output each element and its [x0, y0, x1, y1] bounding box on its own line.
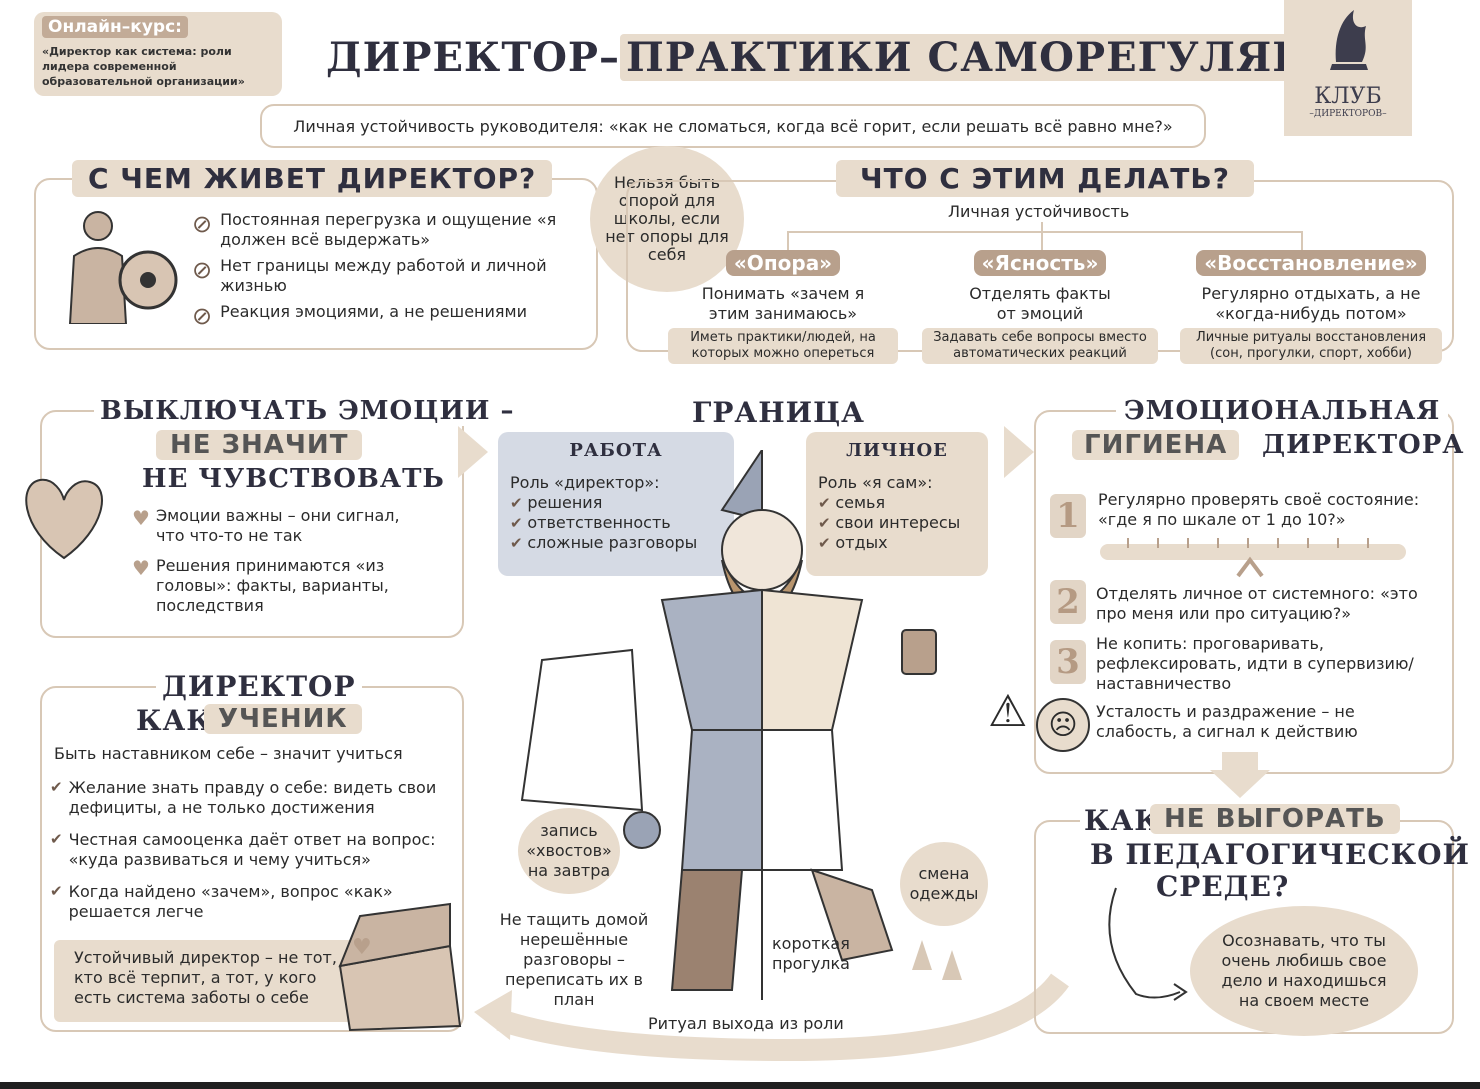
course-badge: Онлайн–курс: «Директор как система: роли… — [34, 12, 282, 96]
page-title: ДИРЕКТОР–ПРАКТИКИ САМОРЕГУЛЯЦИИ — [326, 34, 1396, 81]
burnout-line3: СРЕДЕ? — [1156, 870, 1290, 903]
personal-item: ✔ семья — [818, 493, 886, 512]
return-arrow — [474, 973, 1069, 1062]
step-number: 2 — [1050, 580, 1086, 624]
subtitle-box: Личная устойчивость руководителя: «как н… — [260, 104, 1206, 148]
club-logo: КЛУБ –ДИРЕКТОРОВ– — [1284, 0, 1412, 136]
emotions-line3: НЕ ЧУВСТВОВАТЬ — [142, 464, 445, 494]
arrow-icon — [1004, 426, 1034, 478]
arrow-icon — [458, 426, 488, 478]
note-record: запись «хвостов» на завтра — [518, 808, 620, 894]
lives-list: ⊘ Постоянная перегрузка и ощущение «я до… — [192, 210, 582, 330]
bottom-rule — [0, 1082, 1480, 1089]
personal-item: ✔ отдых — [818, 533, 888, 552]
checkmark-icon: ✔ — [510, 514, 528, 532]
ban-icon: ⊘ — [192, 210, 213, 238]
burnout-answer: Осознавать, что ты очень любишь свое дел… — [1190, 906, 1418, 1036]
work-box: РАБОТА Роль «директор»: ✔ решения ✔ отве… — [498, 432, 734, 576]
arrow-icon — [1108, 887, 1188, 1001]
checkmark-icon: ✔ — [510, 494, 528, 512]
checkmark-icon: ✔ — [50, 830, 63, 848]
emotions-line2: НЕ ЗНАЧИТ — [156, 430, 363, 460]
griffin-logo-icon — [1330, 10, 1368, 70]
todo-pill: «Ясность» — [973, 250, 1107, 276]
todo-col-opora: «Опора» Понимать «зачем я этим занимаюсь… — [668, 250, 898, 364]
subtitle-text: Личная устойчивость руководителя: «как н… — [293, 116, 1173, 136]
todo-root: Личная устойчивость — [948, 202, 1130, 221]
emotions-item: ♥ Решения принимаются «из головы»: факты… — [132, 556, 389, 615]
hygiene-line2a: ГИГИЕНА — [1072, 430, 1240, 460]
checkmark-icon: ✔ — [818, 534, 836, 552]
checkmark-icon: ✔ — [50, 778, 63, 796]
lives-item: ⊘ Реакция эмоциями, а не решениями — [192, 302, 527, 330]
student-line2a: КАК — [136, 704, 213, 737]
knight-icon — [68, 211, 178, 324]
ban-icon: ⊘ — [192, 256, 213, 284]
todo-pill: «Опора» — [725, 250, 841, 276]
checkmark-icon: ✔ — [818, 494, 836, 512]
todo-col-clarity: «Ясность» Отделять факты от эмоций Задав… — [922, 250, 1158, 364]
step-number: 1 — [1050, 494, 1086, 538]
sad-face-icon: ☹ — [1036, 698, 1090, 752]
lives-item: ⊘ Нет границы между работой и личной жиз… — [192, 256, 547, 295]
lives-item: ⊘ Постоянная перегрузка и ощущение «я до… — [192, 210, 557, 249]
checkmark-icon: ✔ — [50, 882, 63, 900]
student-item: ✔ Когда найдено «зачем», вопрос «как» ре… — [50, 882, 393, 921]
chest-icon: ♥ — [338, 902, 462, 1032]
todo-col-recovery: «Восстановление» Регулярно отдыхать, а н… — [1180, 250, 1442, 364]
title-part1: ДИРЕКТОР– — [326, 34, 620, 81]
knight-illustration — [520, 450, 962, 1000]
personal-box: ЛИЧНОЕ Роль «я сам»: ✔ семья ✔ свои инте… — [806, 432, 988, 576]
warning-icon: ⚠ — [988, 686, 1028, 737]
checkmark-icon: ✔ — [510, 534, 528, 552]
todo-header: ЧТО С ЭТИМ ДЕЛАТЬ? — [836, 160, 1254, 197]
logo-name: КЛУБ — [1314, 84, 1382, 109]
student-line1: ДИРЕКТОР — [156, 670, 362, 703]
burnout-line1b: НЕ ВЫГОРАТЬ — [1150, 804, 1400, 834]
course-name: «Директор как система: роли лидера совре… — [42, 45, 245, 88]
personal-item: ✔ свои интересы — [818, 513, 961, 532]
emotions-item: ♥ Эмоции важны – они сигнал, что что-то … — [132, 506, 400, 545]
student-footer: Устойчивый директор – не тот, кто всё те… — [54, 940, 374, 1022]
step-number: 3 — [1050, 640, 1086, 684]
work-item: ✔ сложные разговоры — [510, 533, 698, 552]
student-line2b: УЧЕНИК — [204, 704, 362, 734]
heart-icon: ♥ — [132, 506, 150, 530]
note-dont: Не тащить домой нерешённые разговоры – п… — [499, 910, 649, 1009]
arrow-icon — [1210, 752, 1270, 798]
logo-sub: –ДИРЕКТОРОВ– — [1309, 109, 1387, 119]
ban-icon: ⊘ — [192, 302, 213, 330]
lives-header: С ЧЕМ ЖИВЕТ ДИРЕКТОР? — [72, 160, 553, 197]
emotions-list: ♥ Эмоции важны – они сигнал, что что-то … — [132, 506, 432, 616]
tree-lines — [787, 222, 1303, 252]
border-header: ГРАНИЦА — [692, 396, 865, 429]
todo-pill: «Восстановление» — [1196, 250, 1426, 276]
heart-icon: ♥ — [132, 556, 150, 580]
center-note: Нельзя быть опорой для школы, если нет о… — [590, 146, 744, 292]
student-item: ✔ Честная самооценка даёт ответ на вопро… — [50, 830, 436, 869]
scale-slider — [1100, 538, 1406, 578]
work-item: ✔ решения — [510, 493, 603, 512]
course-label: Онлайн–курс: — [42, 16, 188, 38]
work-item: ✔ ответственность — [510, 513, 671, 532]
hygiene-line1: ЭМОЦИОНАЛЬНАЯ — [1116, 396, 1449, 426]
note-clothes: смена одежды — [900, 842, 988, 926]
note-walk: короткая прогулка — [772, 934, 850, 973]
note-ritual: Ритуал выхода из роли — [648, 1014, 844, 1033]
hygiene-line2b: ДИРЕКТОРА — [1262, 430, 1465, 460]
student-list: ✔ Желание знать правду о себе: видеть св… — [50, 778, 458, 922]
student-item: ✔ Желание знать правду о себе: видеть св… — [50, 778, 437, 817]
burnout-line2: В ПЕДАГОГИЧЕСКОЙ — [1090, 838, 1470, 871]
svg-text:♥: ♥ — [352, 935, 372, 960]
hands-heart-icon — [25, 478, 103, 560]
checkmark-icon: ✔ — [818, 514, 836, 532]
title-part2: ПРАКТИКИ САМОРЕГУЛЯЦИИ — [620, 34, 1396, 81]
emotions-line1: ВЫКЛЮЧАТЬ ЭМОЦИИ – — [94, 396, 521, 426]
